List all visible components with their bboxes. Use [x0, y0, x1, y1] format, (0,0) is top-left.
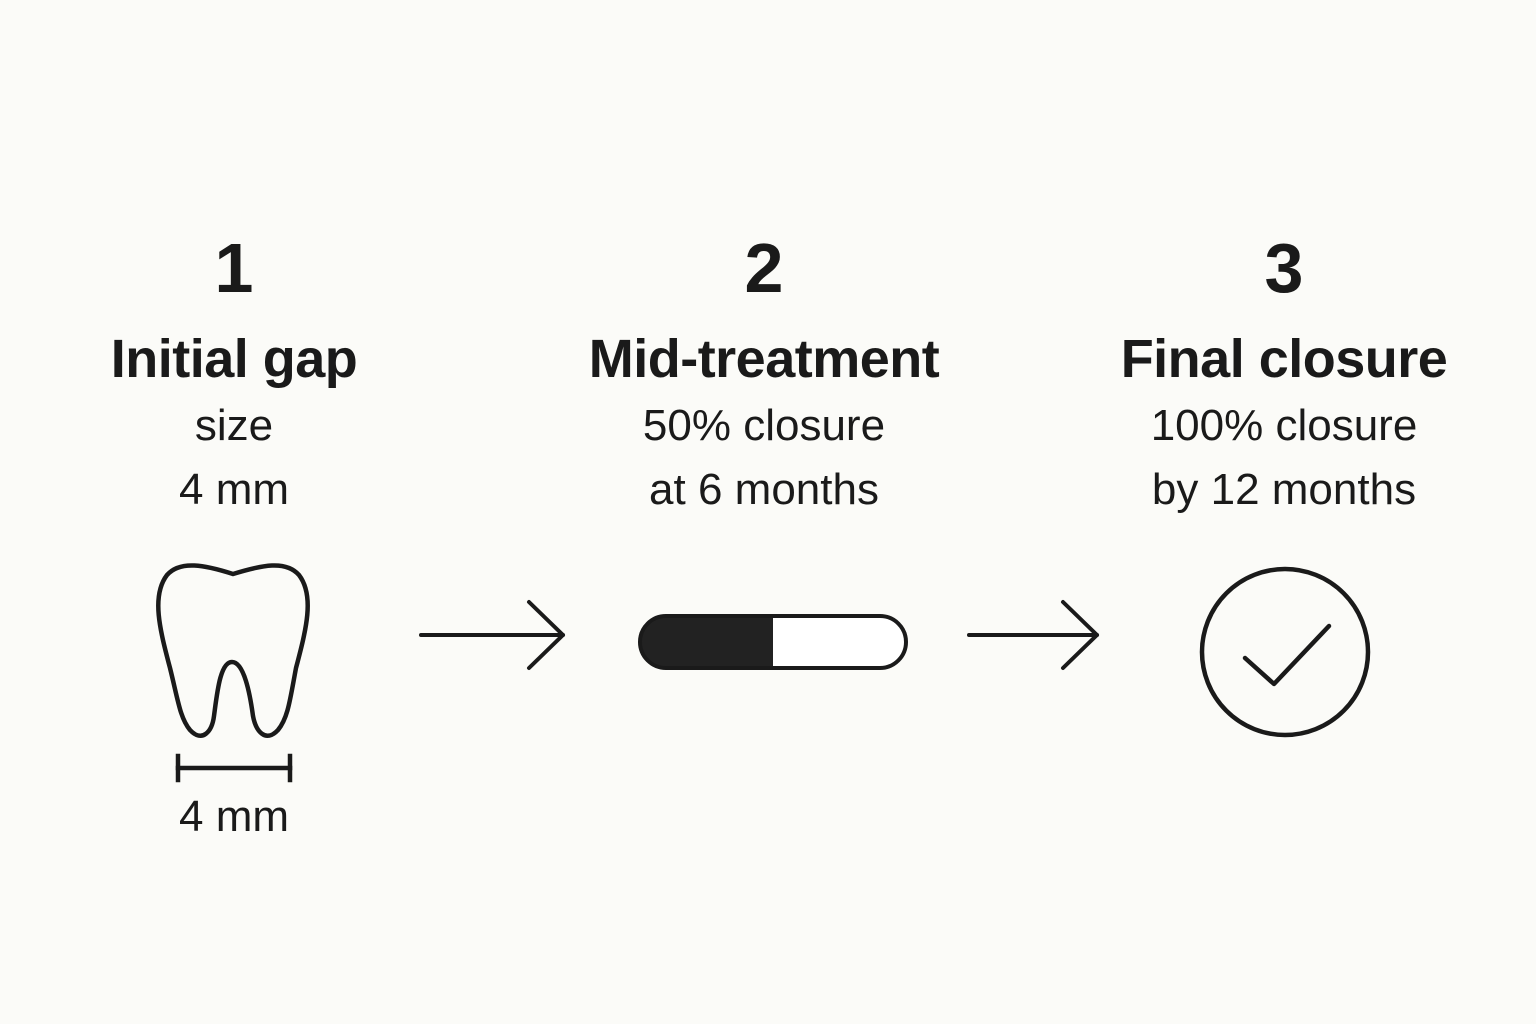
step-mid-treatment: 2 Mid-treatment 50% closure at 6 months	[544, 228, 984, 522]
step-number: 1	[214, 229, 254, 307]
measurement-bar	[175, 753, 293, 783]
progress-outline	[638, 614, 908, 670]
step-description-line: 50% closure	[642, 401, 886, 450]
step-description-line: 4 mm	[179, 465, 289, 514]
step-final-closure: 3 Final closure 100% closure by 12 month…	[1064, 228, 1504, 522]
progress-bar	[638, 614, 908, 670]
step-description-line: by 12 months	[1151, 465, 1417, 514]
step-title: Initial gap	[110, 329, 358, 389]
arrow-right-icon	[419, 600, 565, 670]
measurement-label: 4 mm	[179, 792, 289, 841]
step-number: 3	[1264, 229, 1304, 307]
check-circle-icon	[1199, 566, 1371, 738]
step-number: 2	[744, 229, 784, 307]
progress-fill	[640, 616, 773, 668]
step-title: Final closure	[1120, 329, 1448, 389]
step-initial-gap: 1 Initial gap size 4 mm	[14, 228, 454, 522]
arrow-right-icon	[967, 600, 1099, 670]
tooth-outline	[156, 563, 310, 738]
step-description-line: at 6 months	[649, 465, 879, 514]
step-title: Mid-treatment	[588, 329, 940, 389]
step-description-line: 100% closure	[1150, 401, 1418, 450]
step-description-line: size	[194, 401, 274, 450]
checkmark	[1242, 623, 1332, 687]
